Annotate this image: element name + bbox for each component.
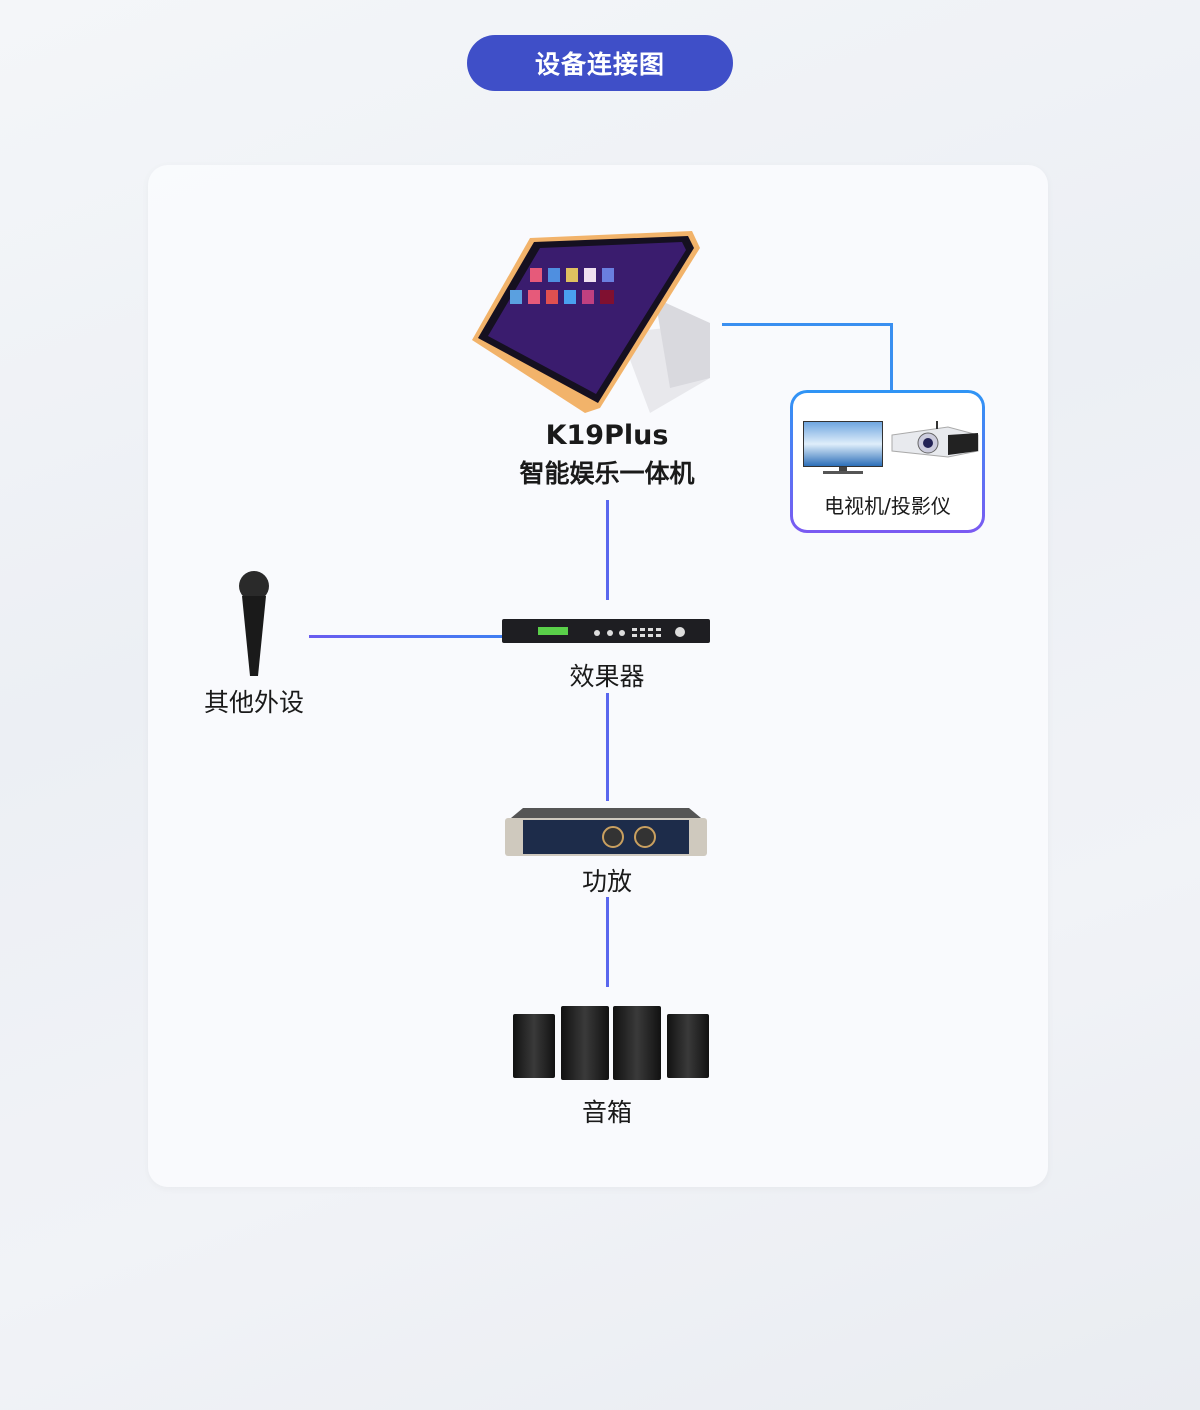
microphone-image: [239, 571, 269, 676]
display-device-box: 电视机/投影仪: [790, 390, 985, 533]
connector-main-display: [722, 323, 893, 326]
effects-label: 效果器: [569, 662, 645, 691]
effects-unit-image: [502, 619, 710, 643]
main-device-subtitle: 智能娱乐一体机: [519, 459, 695, 488]
connector-main-effects: [606, 500, 609, 600]
speakers-image: [513, 1006, 709, 1080]
connector-amplifier-speakers: [606, 897, 609, 987]
amplifier-label: 功放: [581, 867, 632, 896]
peripheral-label: 其他外设: [203, 688, 304, 717]
amplifier-image: [505, 808, 707, 856]
connector-display-vertical: [890, 323, 893, 391]
connector-effects-amplifier: [606, 693, 609, 801]
projector-icon: [891, 421, 979, 458]
tv-icon: [803, 421, 883, 474]
connector-peripheral-effects: [309, 635, 504, 638]
speakers-label: 音箱: [581, 1098, 632, 1127]
k19plus-device-image: [472, 231, 710, 413]
display-device-label: 电视机/投影仪: [824, 494, 951, 518]
page-title: 设备连接图: [467, 35, 733, 91]
main-device-name: K19Plus: [545, 420, 669, 451]
